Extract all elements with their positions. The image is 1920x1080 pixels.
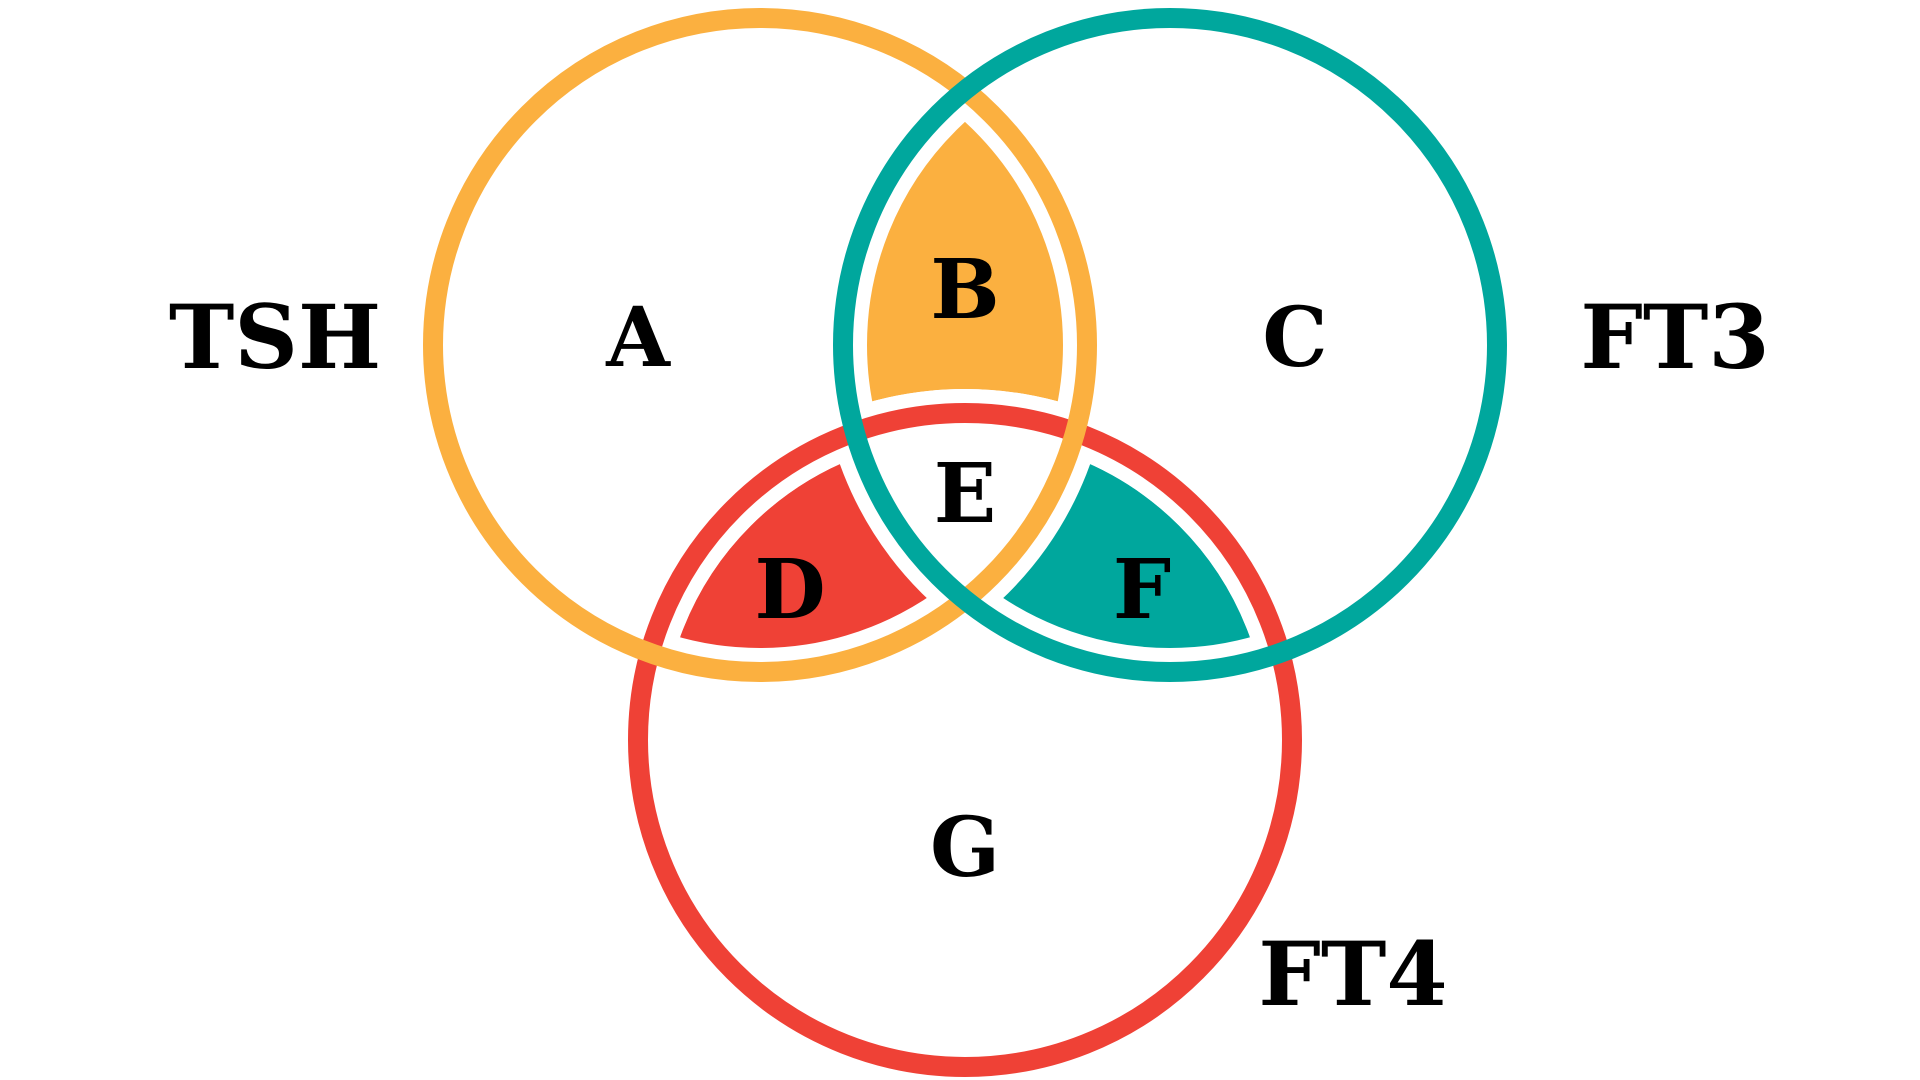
region-label-c: C — [1262, 290, 1327, 386]
set-label-ft4: FT4 — [1258, 922, 1447, 1026]
region-label-d: D — [754, 542, 825, 638]
region-label-b: B — [930, 242, 999, 338]
set-label-ft3: FT3 — [1580, 285, 1769, 389]
region-label-g: G — [930, 800, 1000, 896]
ft3-circle — [833, 8, 1507, 682]
tsh-circle — [423, 8, 1097, 682]
region-label-a: A — [605, 290, 671, 386]
region-f-fill — [843, 413, 1292, 672]
region-label-f: F — [1113, 542, 1171, 638]
region-d-fill — [638, 413, 1087, 672]
region-label-e: E — [934, 446, 997, 542]
set-label-tsh: TSH — [169, 285, 381, 389]
ft4-circle — [628, 403, 1302, 1077]
